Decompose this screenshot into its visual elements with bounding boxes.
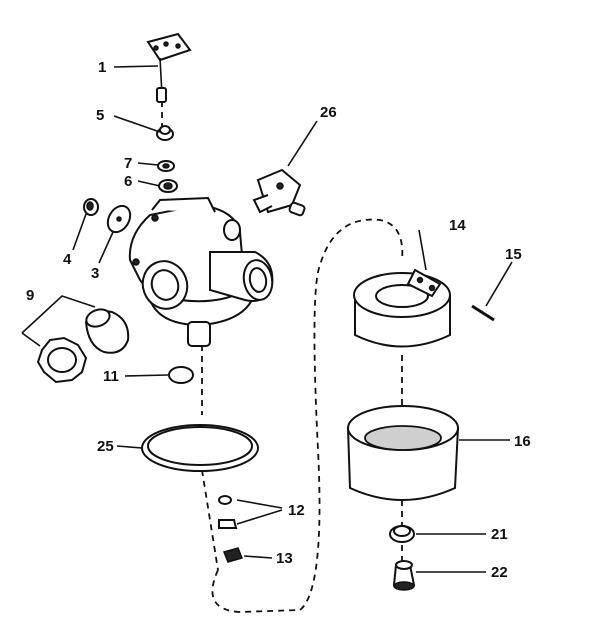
label-part-21: 21 — [491, 526, 508, 543]
part-5-spring — [156, 125, 174, 141]
part-9-flange-assembly — [36, 308, 130, 384]
part-labels: 1 5 26 7 6 4 3 9 14 15 11 25 16 12 13 21… — [26, 59, 531, 581]
leader-lines — [21, 65, 513, 573]
part-6-seal — [158, 179, 178, 193]
label-part-16: 16 — [514, 433, 531, 450]
label-part-1: 1 — [98, 59, 106, 76]
part-12-pins — [218, 495, 238, 529]
label-part-7: 7 — [124, 155, 132, 172]
label-part-11: 11 — [103, 368, 119, 385]
label-part-25: 25 — [97, 438, 114, 455]
part-11-pad — [168, 366, 194, 384]
label-part-5: 5 — [96, 107, 104, 124]
part-16-bowl — [347, 405, 459, 501]
part-21-bowl-gasket — [389, 525, 415, 543]
label-part-26: 26 — [320, 104, 337, 121]
part-15-pin — [471, 304, 495, 322]
part-1-throttle-shaft — [146, 32, 192, 103]
part-3-plate — [106, 204, 132, 234]
part-25-gasket — [141, 424, 259, 472]
label-part-22: 22 — [491, 564, 508, 581]
part-26-inlet-fitting — [252, 168, 306, 217]
label-part-13: 13 — [276, 550, 293, 567]
carburetor-body — [128, 196, 274, 347]
part-4-screw — [83, 198, 99, 216]
assembly-guide-lines — [161, 90, 404, 613]
label-part-4: 4 — [63, 251, 72, 268]
label-part-12: 12 — [288, 502, 305, 519]
part-7-washer — [157, 160, 175, 172]
label-part-6: 6 — [124, 173, 132, 190]
label-part-14: 14 — [449, 217, 466, 234]
label-part-9: 9 — [26, 287, 34, 304]
part-22-bowl-nut — [392, 560, 416, 591]
label-part-3: 3 — [91, 265, 99, 282]
part-14-float — [353, 268, 451, 348]
label-part-15: 15 — [505, 246, 522, 263]
part-13-clip — [222, 547, 244, 563]
